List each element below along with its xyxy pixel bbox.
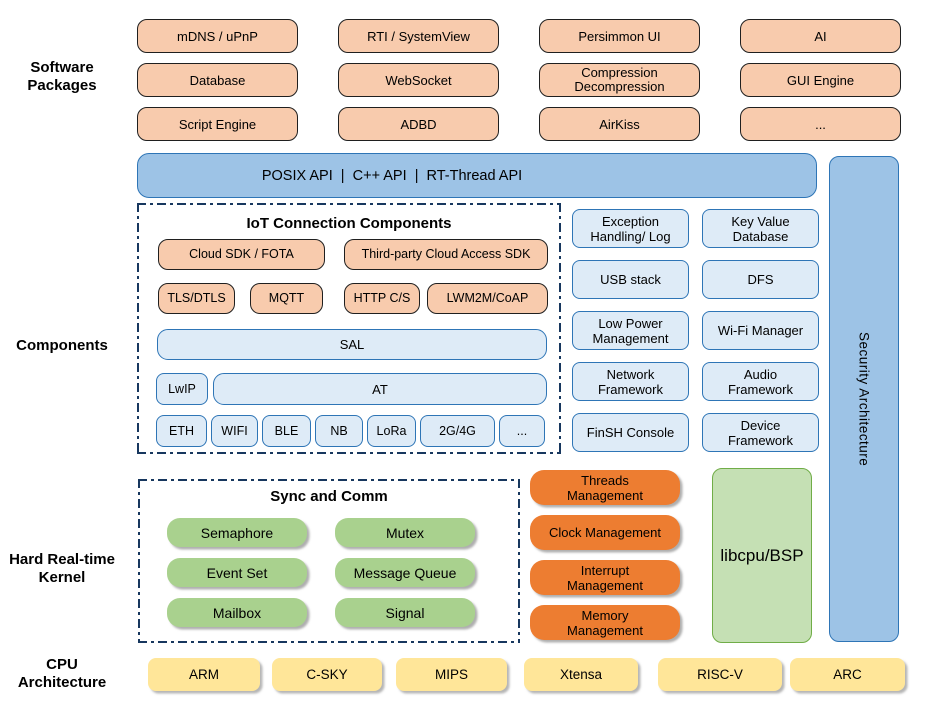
pkg-box: mDNS / uPnP bbox=[137, 19, 298, 53]
sal-box: SAL bbox=[157, 329, 547, 360]
iot-box-tls: TLS/DTLS bbox=[158, 283, 235, 314]
service-box: Exception Handling/ Log bbox=[572, 209, 689, 248]
iot-connection-panel: IoT Connection Components Cloud SDK / FO… bbox=[137, 203, 561, 454]
security-architecture-bar: Security Architecture bbox=[829, 156, 899, 642]
link-box-ble: BLE bbox=[262, 415, 311, 447]
at-box: AT bbox=[213, 373, 547, 405]
api-bar: POSIX API | C++ API | RT-Thread API bbox=[137, 153, 817, 198]
cpu-box-csky: C-SKY bbox=[272, 658, 382, 691]
iot-box-mqtt: MQTT bbox=[250, 283, 323, 314]
pkg-box: GUI Engine bbox=[740, 63, 901, 97]
pkg-box: Compression Decompression bbox=[539, 63, 700, 97]
api-bar-label: POSIX API | C++ API | RT-Thread API bbox=[261, 167, 523, 184]
cpu-box-arc: ARC bbox=[790, 658, 905, 691]
cpu-box-mips: MIPS bbox=[396, 658, 507, 691]
iot-box-cloud-sdk: Cloud SDK / FOTA bbox=[158, 239, 325, 270]
service-box: Device Framework bbox=[702, 413, 819, 452]
service-box: Wi-Fi Manager bbox=[702, 311, 819, 350]
link-box-nb: NB bbox=[315, 415, 363, 447]
libcpu-bsp-box: libcpu/BSP bbox=[712, 468, 812, 643]
service-box: Audio Framework bbox=[702, 362, 819, 401]
sync-and-comm-panel: Sync and Comm Semaphore Mutex Event Set … bbox=[138, 479, 520, 643]
pkg-box: Script Engine bbox=[137, 107, 298, 141]
mgmt-box: Clock Management bbox=[530, 515, 680, 550]
pkg-box: WebSocket bbox=[338, 63, 499, 97]
label-components: Components bbox=[16, 337, 108, 354]
sync-box: Event Set bbox=[167, 558, 307, 587]
lwip-box: LwIP bbox=[156, 373, 208, 405]
kernel-management-column: Threads Management Clock Management Inte… bbox=[530, 470, 680, 650]
link-box-2g4g: 2G/4G bbox=[420, 415, 495, 447]
pkg-box: RTI / SystemView bbox=[338, 19, 499, 53]
security-architecture-label: Security Architecture bbox=[856, 331, 872, 467]
service-box: Low Power Management bbox=[572, 311, 689, 350]
cpu-box-riscv: RISC-V bbox=[658, 658, 782, 691]
mgmt-box: Threads Management bbox=[530, 470, 680, 505]
pkg-box: AirKiss bbox=[539, 107, 700, 141]
service-box: USB stack bbox=[572, 260, 689, 299]
service-box: DFS bbox=[702, 260, 819, 299]
pkg-box: ADBD bbox=[338, 107, 499, 141]
sync-panel-title: Sync and Comm bbox=[270, 488, 388, 505]
sync-box: Semaphore bbox=[167, 518, 307, 547]
sync-box: Signal bbox=[335, 598, 475, 627]
service-box: Key Value Database bbox=[702, 209, 819, 248]
iot-box-http: HTTP C/S bbox=[344, 283, 420, 314]
mgmt-box: Interrupt Management bbox=[530, 560, 680, 595]
cpu-box-arm: ARM bbox=[148, 658, 260, 691]
pkg-box: ... bbox=[740, 107, 901, 141]
component-services-grid: Exception Handling/ Log Key Value Databa… bbox=[572, 209, 819, 452]
link-box-more: ... bbox=[499, 415, 545, 447]
iot-box-lwm2m: LWM2M/CoAP bbox=[427, 283, 548, 314]
iot-panel-title: IoT Connection Components bbox=[246, 215, 452, 232]
pkg-box: Database bbox=[137, 63, 298, 97]
label-kernel: Hard Real-time Kernel bbox=[9, 551, 115, 586]
label-software-packages: Software Packages bbox=[27, 59, 97, 94]
sync-box: Mailbox bbox=[167, 598, 307, 627]
software-packages-grid: mDNS / uPnP RTI / SystemView Persimmon U… bbox=[137, 19, 901, 141]
sync-grid: Semaphore Mutex Event Set Message Queue … bbox=[167, 518, 475, 627]
cpu-box-xtensa: Xtensa bbox=[524, 658, 638, 691]
pkg-box: AI bbox=[740, 19, 901, 53]
label-cpu-architecture: CPU Architecture bbox=[17, 656, 107, 691]
iot-box-third-party: Third-party Cloud Access SDK bbox=[344, 239, 548, 270]
link-box-wifi: WIFI bbox=[211, 415, 258, 447]
mgmt-box: Memory Management bbox=[530, 605, 680, 640]
pkg-box: Persimmon UI bbox=[539, 19, 700, 53]
link-box-lora: LoRa bbox=[367, 415, 416, 447]
sync-box: Mutex bbox=[335, 518, 475, 547]
sync-box: Message Queue bbox=[335, 558, 475, 587]
service-box: FinSH Console bbox=[572, 413, 689, 452]
service-box: Network Framework bbox=[572, 362, 689, 401]
link-layer-row: ETH WIFI BLE NB LoRa 2G/4G ... bbox=[156, 415, 545, 447]
link-box-eth: ETH bbox=[156, 415, 207, 447]
